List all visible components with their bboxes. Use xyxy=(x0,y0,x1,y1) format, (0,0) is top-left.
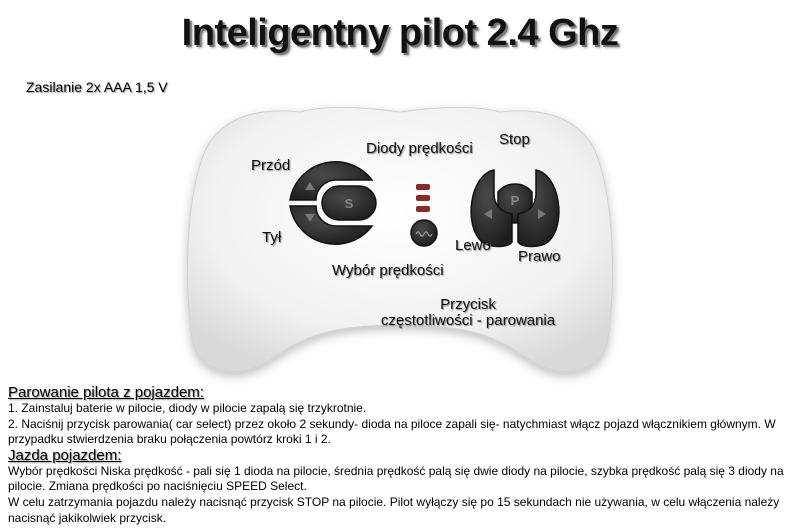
label-pairing-line1: Przycisk xyxy=(440,296,496,313)
driving-heading: Jazda pojazdem: xyxy=(8,446,122,464)
label-backward: Tył xyxy=(262,229,282,246)
driving-text-1: Wybór prędkości Niska prędkość - pali si… xyxy=(8,463,784,494)
remote-body xyxy=(186,106,614,373)
label-left: Lewo xyxy=(455,237,491,254)
p-button-letter: P xyxy=(511,193,520,208)
pairing-step-2: 2. Naciśnij przycisk parowania( car sele… xyxy=(8,416,776,447)
triangle-right-icon xyxy=(538,209,546,219)
left-button xyxy=(470,169,513,248)
speed-led-1 xyxy=(416,184,430,190)
power-spec: Zasilanie 2x AAA 1,5 V xyxy=(26,79,168,95)
speed-led-3 xyxy=(416,206,430,212)
page-title: Inteligentny pilot 2.4 Ghz xyxy=(181,12,619,54)
label-speed-select: Wybór prędkości xyxy=(332,262,444,279)
label-pairing: Przycisk częstotliwości - parowania xyxy=(370,297,566,329)
instructions: Parowanie pilota z pojazdem: 1. Zainstal… xyxy=(8,385,794,526)
pairing-step-1: 1. Zainstaluj baterie w pilocie, diody w… xyxy=(8,401,367,415)
speed-led-2 xyxy=(416,195,430,201)
label-stop: Stop xyxy=(499,131,530,148)
triangle-down-icon xyxy=(305,214,315,222)
s-button-letter: S xyxy=(345,196,354,211)
label-right: Prawo xyxy=(518,248,561,265)
driving-text-2: W celu zatrzymania pojazdu należy nacisn… xyxy=(8,494,780,525)
triangle-left-icon xyxy=(484,209,492,219)
label-speed-leds: Diody prędkości xyxy=(366,140,473,157)
label-forward: Przód xyxy=(251,157,291,174)
right-button xyxy=(517,169,560,248)
forward-button xyxy=(289,161,374,201)
triangle-up-icon xyxy=(305,182,315,190)
s-button xyxy=(321,185,377,221)
wave-icon xyxy=(415,231,433,237)
label-pairing-line2: częstotliwości - parowania xyxy=(380,312,556,329)
pairing-heading: Parowanie pilota z pojazdem: xyxy=(8,384,204,401)
